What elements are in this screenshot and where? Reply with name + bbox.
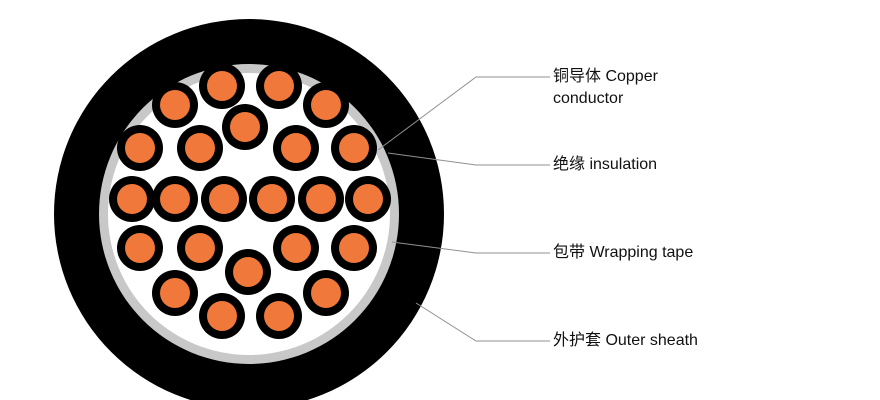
copper-conductor xyxy=(185,133,215,163)
copper-conductor xyxy=(207,301,237,331)
copper-conductor xyxy=(339,233,369,263)
core xyxy=(152,270,198,316)
core xyxy=(117,125,163,171)
leader-line-copper xyxy=(377,76,550,151)
core xyxy=(256,293,302,339)
copper-conductor xyxy=(257,184,287,214)
leader-line-outer-sheath xyxy=(415,302,550,342)
copper-conductor xyxy=(233,257,263,287)
core xyxy=(117,225,163,271)
label-wrapping-tape: 包带 Wrapping tape xyxy=(553,244,694,261)
copper-conductor xyxy=(207,71,237,101)
leader-line-wrapping-tape xyxy=(391,241,550,254)
copper-conductor xyxy=(160,184,190,214)
copper-conductor xyxy=(125,133,155,163)
core xyxy=(303,82,349,128)
core xyxy=(199,63,245,109)
label-insulation: 绝缘 insulation xyxy=(553,156,658,173)
core xyxy=(273,225,319,271)
copper-conductor xyxy=(209,184,239,214)
core xyxy=(222,104,268,150)
core xyxy=(152,82,198,128)
copper-conductor xyxy=(306,184,336,214)
core xyxy=(298,176,344,222)
core xyxy=(199,293,245,339)
cores-group xyxy=(109,63,391,339)
core xyxy=(331,225,377,271)
label-copper-line2: conductor xyxy=(553,90,624,107)
core xyxy=(249,176,295,222)
label-copper-line1: 铜导体 Copper xyxy=(553,68,658,85)
copper-conductor xyxy=(160,278,190,308)
core xyxy=(303,270,349,316)
copper-conductor xyxy=(264,71,294,101)
core xyxy=(177,225,223,271)
core xyxy=(225,249,271,295)
core xyxy=(273,125,319,171)
core xyxy=(177,125,223,171)
copper-conductor xyxy=(311,90,341,120)
leader-lines xyxy=(377,76,550,342)
core xyxy=(256,63,302,109)
copper-conductor xyxy=(311,278,341,308)
core xyxy=(201,176,247,222)
label-outer-sheath: 外护套 Outer sheath xyxy=(553,332,698,349)
copper-conductor xyxy=(281,233,311,263)
copper-conductor xyxy=(339,133,369,163)
copper-conductor xyxy=(353,184,383,214)
copper-conductor xyxy=(160,90,190,120)
core xyxy=(331,125,377,171)
leader-line-insulation xyxy=(387,152,550,166)
core xyxy=(109,176,155,222)
copper-conductor xyxy=(185,233,215,263)
copper-conductor xyxy=(264,301,294,331)
core xyxy=(152,176,198,222)
copper-conductor xyxy=(125,233,155,263)
copper-conductor xyxy=(281,133,311,163)
copper-conductor xyxy=(117,184,147,214)
core xyxy=(345,176,391,222)
label-copper-conductor: 铜导体 Copper conductor xyxy=(553,66,658,110)
copper-conductor xyxy=(230,112,260,142)
